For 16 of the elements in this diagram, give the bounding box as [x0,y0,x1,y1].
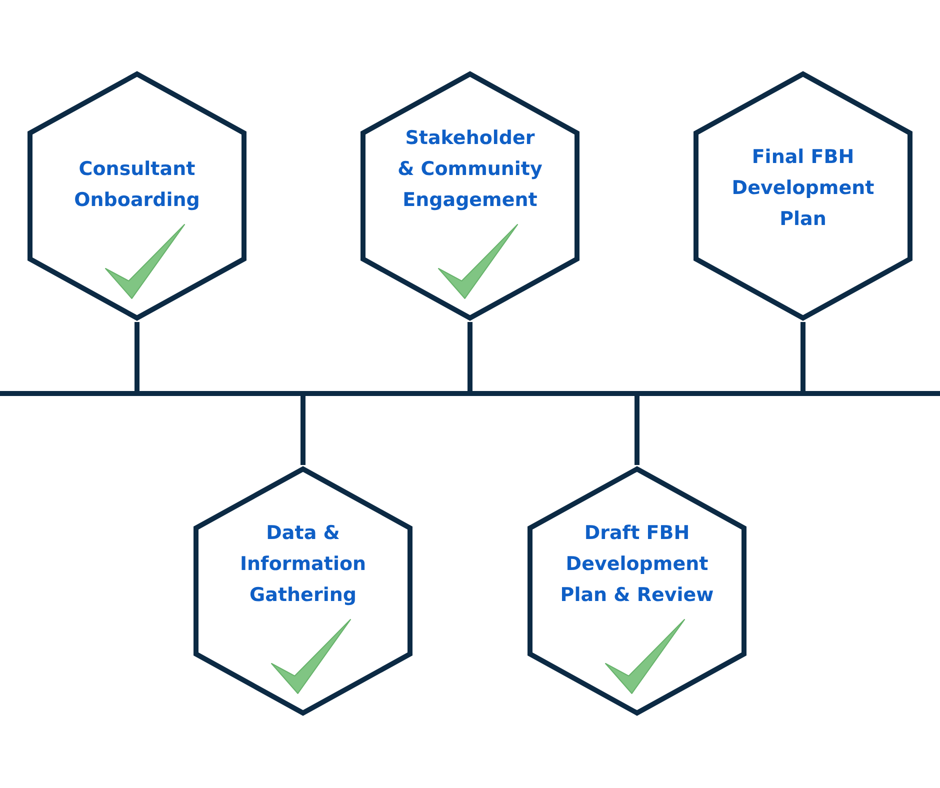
milestone-hexagon [26,70,248,322]
connector-line [468,322,472,391]
connector-line [634,396,640,465]
connector-line [300,396,306,465]
connector-line [800,322,806,391]
milestone-hexagon [192,465,414,717]
milestone-label: Data & Information Gathering [238,521,368,608]
milestone-label: Consultant Onboarding [73,157,201,213]
milestone-label: Final FBH Development Plan [730,144,876,232]
milestone-hexagon [692,70,914,322]
timeline-bar [0,391,940,396]
milestone-hexagon [359,70,581,322]
milestone-label: Draft FBH Development Plan & Review [559,521,715,608]
connector-line [134,322,140,391]
milestone-label: Stakeholder & Community Engagement [396,126,544,213]
milestone-hexagon [526,465,748,717]
